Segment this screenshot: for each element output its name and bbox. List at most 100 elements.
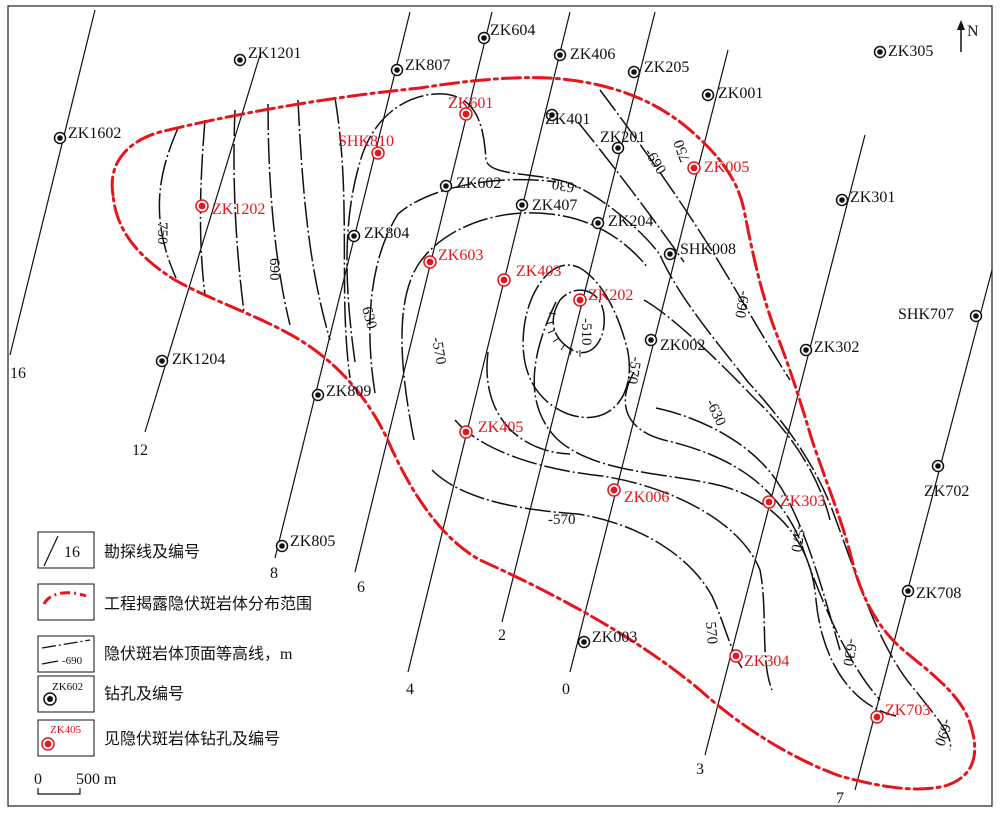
legend-line-text: 勘探线及编号 (104, 543, 200, 561)
drill-hole: SHK707 (898, 306, 983, 323)
scale-label: 500 m (76, 771, 117, 788)
drill-hole: ZK406 (553, 46, 615, 63)
drill-hole-label: ZK006 (624, 489, 669, 506)
line-label-12: 12 (132, 442, 148, 459)
found-drill-hole: ZK403 (497, 263, 561, 287)
drill-hole-label: ZK205 (644, 59, 689, 76)
drill-hole: ZK602 (439, 175, 501, 193)
drill-hole: ZK302 (799, 339, 859, 357)
found-drill-hole: ZK202 (573, 287, 633, 307)
exploration-line-8 (274, 11, 411, 559)
drill-hole: ZK807 (390, 57, 450, 77)
drill-hole-label: ZK301 (850, 189, 895, 206)
line-label-16: 16 (10, 365, 26, 382)
found-drill-hole: ZK005 (687, 159, 749, 176)
drill-hole-label: ZK001 (718, 85, 763, 102)
drill-hole: ZK201 (600, 129, 645, 155)
legend-contour-sample: -690 (62, 655, 83, 667)
found-drill-hole: ZK006 (607, 483, 669, 506)
legend: 16 勘探线及编号 工程揭露隐伏斑岩体分布范围 -690 隐伏斑岩体顶面等高线，… (37, 531, 312, 757)
north-arrow: N (957, 20, 979, 52)
drill-hole-label: ZK703 (885, 702, 930, 719)
drill-hole: ZK1201 (233, 45, 301, 67)
drill-hole: ZK204 (591, 213, 653, 230)
drill-hole-dot (557, 52, 563, 58)
contour-path (369, 178, 557, 394)
contour-label: -630 (551, 175, 581, 196)
drill-hole-dot (648, 337, 654, 343)
drill-hole-dot (549, 112, 555, 118)
drill-hole-label: ZK804 (364, 225, 409, 242)
drill-hole-dot (394, 67, 400, 73)
drill-hole: ZK407 (515, 197, 577, 214)
contour-path (233, 109, 245, 313)
drill-hole-dot (873, 713, 881, 721)
drill-hole-dot (462, 428, 470, 436)
drill-hole-dot (500, 276, 508, 284)
legend-box-line (37, 531, 95, 569)
drill-hole-dot (732, 652, 740, 660)
line-label-7: 7 (836, 790, 844, 807)
drill-hole: ZK205 (627, 59, 689, 79)
contour-label: -570 (623, 355, 644, 385)
contour-label: 630 (358, 305, 379, 331)
north-label: N (967, 23, 979, 40)
drill-hole-dot (462, 110, 470, 118)
drill-hole-label: ZK702 (924, 483, 969, 500)
found-drill-hole: ZK405 (459, 419, 523, 439)
legend-box-found (37, 719, 95, 757)
drill-hole-dot (581, 639, 587, 645)
drill-hole: ZK702 (924, 459, 969, 500)
drill-hole-dot (705, 92, 711, 98)
drill-hole-label: ZK002 (660, 337, 705, 354)
drill-hole: ZK002 (644, 333, 705, 354)
contour-path (431, 469, 743, 669)
drill-hole-label: SHK707 (898, 306, 954, 323)
contour-label: -690 (931, 717, 955, 748)
line-label-2: 2 (498, 627, 506, 644)
exploration-line-12 (144, 54, 261, 433)
contour-label: -510 (578, 318, 594, 346)
scale-bar: 0 500 m (34, 771, 117, 795)
drill-hole: ZK1204 (155, 351, 225, 368)
line-label-4: 4 (406, 681, 414, 698)
found-drill-hole: ZK703 (870, 702, 930, 724)
drill-hole: ZK604 (477, 22, 535, 45)
found-drill-hole: ZK304 (729, 649, 789, 670)
drill-hole-dot (198, 202, 206, 210)
line-label-0: 0 (562, 681, 570, 698)
contour-path (522, 264, 631, 419)
drill-hole: ZK708 (901, 584, 961, 602)
contour-label: -690 (641, 146, 669, 178)
contour-path (486, 351, 571, 455)
line-label-3: 3 (696, 761, 704, 778)
legend-contour-text: 隐伏斑岩体顶面等高线，m (104, 645, 293, 663)
exploration-lines (9, 9, 993, 791)
contour-path (533, 301, 897, 717)
contour-label: -630 (702, 397, 728, 429)
drill-hole-dot (315, 392, 321, 398)
drill-hole-dot (667, 251, 673, 257)
drill-hole-label: ZK407 (532, 197, 577, 214)
contour-lines (158, 89, 952, 751)
drill-hole-dot (631, 69, 637, 75)
drill-hole-dot (279, 543, 285, 549)
drill-hole-label: ZK603 (438, 247, 483, 264)
drill-hole: ZK1602 (53, 125, 121, 145)
exploration-line-0 (569, 49, 729, 673)
drill-hole-dot (481, 35, 487, 41)
drill-hole-dot (443, 183, 449, 189)
drill-hole-label: ZK302 (814, 339, 859, 356)
drill-hole-label: ZK1201 (248, 45, 301, 62)
drill-hole-label: ZK601 (448, 95, 493, 112)
drill-holes: ZK1201ZK1602ZK1202ZK1204ZK807SHK810ZK804… (53, 22, 983, 724)
drill-hole-dot (426, 258, 434, 266)
legend-line-sample: 16 (64, 544, 80, 561)
drill-hole-label: SHK810 (338, 133, 394, 150)
drill-hole-dot (237, 57, 243, 63)
drill-hole: ZK001 (701, 85, 763, 102)
line-label-8: 8 (270, 565, 278, 582)
drill-hole-label: ZK809 (326, 383, 371, 400)
found-drill-hole: ZK603 (423, 247, 483, 269)
drill-hole: ZK003 (577, 629, 637, 649)
